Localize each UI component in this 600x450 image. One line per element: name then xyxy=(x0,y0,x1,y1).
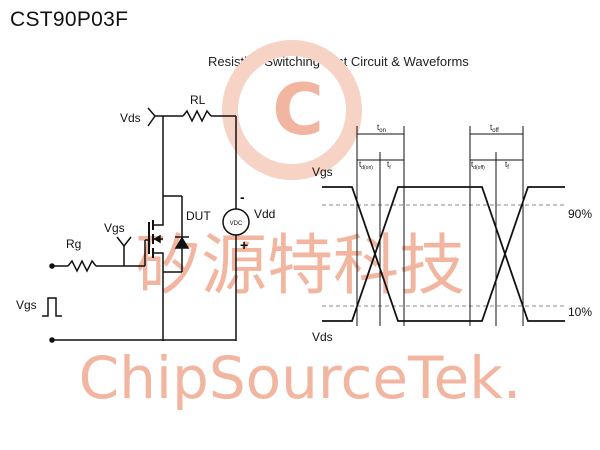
vdd-label: Vdd xyxy=(254,207,275,221)
page-title: CST90P03F xyxy=(10,8,129,31)
watermark-en-text: ChipSourceTek. xyxy=(79,344,522,412)
rg-input-node xyxy=(49,263,55,269)
watermark-logo-glyph: C xyxy=(272,69,323,151)
vds-terminal xyxy=(147,107,156,127)
mosfet-source-lead xyxy=(153,252,164,341)
vds-label: Vds xyxy=(120,111,141,125)
mosfet-arrow xyxy=(153,234,161,244)
vds-waveform xyxy=(322,186,565,322)
body-diode xyxy=(174,236,190,249)
watermark: C 矽源特科技 ChipSourceTek. xyxy=(79,40,522,412)
tr-label: tr xyxy=(387,160,391,171)
vgs-probe-label: Vgs xyxy=(104,221,125,235)
dut-label: DUT xyxy=(186,209,211,223)
ton-label: ton xyxy=(377,123,386,134)
vgs-waveform xyxy=(322,186,565,322)
vgs-source-label: Vgs xyxy=(16,298,37,312)
rg-label: Rg xyxy=(66,237,81,251)
waveforms xyxy=(322,126,565,326)
watermark-cn-text: 矽源特科技 xyxy=(135,227,465,304)
pct90-label: 90% xyxy=(568,207,592,221)
rl-resistor xyxy=(182,109,212,123)
tdon-label: td(on) xyxy=(359,160,373,171)
vgs-pulse-symbol xyxy=(42,297,62,317)
tdoff-label: td(off) xyxy=(471,160,485,171)
ground-node xyxy=(49,337,55,343)
vgs-probe-tip xyxy=(116,236,132,248)
tf-label: tf xyxy=(505,160,509,171)
vdd-minus-label: - xyxy=(240,189,245,205)
vdc-label: VDC xyxy=(230,221,243,227)
vdd-plus-label: + xyxy=(240,237,248,253)
watermark-logo-ring xyxy=(222,40,362,180)
waveform-vgs-label: Vgs xyxy=(312,165,333,179)
rg-resistor xyxy=(67,259,97,273)
rl-label: RL xyxy=(190,93,206,107)
circuit xyxy=(42,107,250,343)
mosfet-drain-lead xyxy=(153,196,164,226)
pct10-label: 10% xyxy=(568,305,592,319)
toff-label: toff xyxy=(490,123,499,134)
waveform-vds-label: Vds xyxy=(312,330,333,344)
